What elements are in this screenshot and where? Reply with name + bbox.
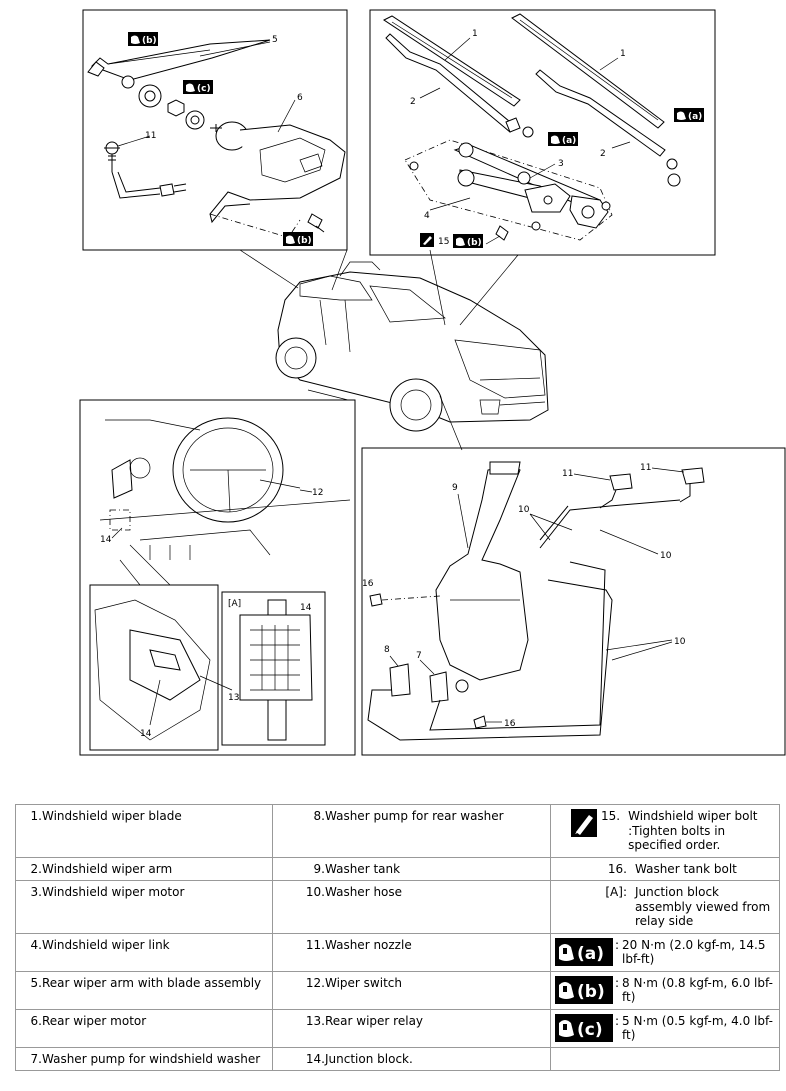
callout-10-lower: 10	[674, 637, 686, 647]
legend-text: Washer tank bolt	[635, 861, 737, 876]
legend-cell: 16.Washer tank bolt	[550, 856, 780, 881]
torque-tag-a-left: (a)	[562, 136, 576, 146]
legend-cell: (b) : 8 N·m (0.8 kgf-m, 6.0 lbf-ft)	[550, 970, 780, 1010]
legend-cell: 6.Rear wiper motor	[15, 1008, 273, 1048]
view-a-label: [A]	[228, 599, 241, 609]
callout-11: 11	[145, 131, 156, 141]
legend-text: Windshield wiper motor	[42, 885, 185, 899]
torque-tag-a: (a)	[577, 944, 604, 964]
torque-tag-c: (c)	[197, 84, 211, 94]
legend-text: 20 N·m (2.0 kgf-m, 14.5 lbf-ft)	[622, 937, 766, 967]
legend-cell-empty	[550, 1046, 780, 1071]
rear-wiper-panel: 5 6 11 (b) (c) (b)	[82, 9, 348, 251]
callout-14-relay: 14	[140, 729, 152, 739]
legend-cell: 10.Washer hose	[272, 880, 551, 934]
callout-10-top: 10	[518, 505, 530, 515]
callout-13: 13	[228, 693, 239, 703]
legend-cell: 9.Washer tank	[272, 856, 551, 881]
callout-8: 8	[384, 645, 390, 655]
legend-text: Washer pump for rear washer	[325, 809, 504, 823]
legend-cell: 11.Washer nozzle	[272, 932, 551, 972]
front-wiper-panel: 1 1 2 2 3 4 15 (b) (a) (a)	[369, 9, 716, 256]
callout-2-right: 2	[600, 149, 606, 159]
callout-15: 15	[438, 237, 449, 247]
table-row: 4.Windshield wiper link 11.Washer nozzle…	[15, 932, 780, 972]
legend-text: Windshield wiper link	[42, 937, 170, 952]
torque-tag-b: (b)	[577, 982, 605, 1002]
callout-5: 5	[272, 35, 278, 45]
legend-cell: [A]:Junction block assembly viewed from …	[550, 880, 780, 934]
callout-7: 7	[416, 651, 422, 661]
table-row: 1.Windshield wiper blade 8.Washer pump f…	[15, 804, 780, 858]
legend-cell: 5.Rear wiper arm with blade assembly	[15, 970, 273, 1010]
legend-cell: 12.Wiper switch	[272, 970, 551, 1010]
legend-text: Washer nozzle	[325, 937, 412, 952]
legend-text: Washer hose	[325, 885, 403, 899]
legend-text: Wiper switch	[325, 975, 402, 990]
torque-tag-c: (c)	[577, 1020, 603, 1040]
bolt-tighten-icon	[571, 809, 597, 837]
table-row: 7.Washer pump for windshield washer 14.J…	[15, 1046, 780, 1071]
torque-tag-b-motor: (b)	[297, 236, 312, 246]
callout-4: 4	[424, 211, 430, 221]
callout-16-lower: 16	[504, 719, 516, 729]
table-row: 6.Rear wiper motor 13.Rear wiper relay (…	[15, 1008, 780, 1048]
callout-14-dash: 14	[100, 535, 112, 545]
vehicle-illustration	[160, 249, 549, 451]
legend-cell: 7.Washer pump for windshield washer	[15, 1046, 273, 1071]
callout-14-block: 14	[300, 603, 312, 613]
legend-cell: 4.Windshield wiper link	[15, 932, 273, 972]
legend-cell: 8.Washer pump for rear washer	[272, 804, 551, 858]
legend-text: Junction block assembly viewed from rela…	[635, 885, 771, 928]
callout-1-left: 1	[472, 29, 478, 39]
torque-tag-a-right: (a)	[688, 112, 702, 122]
callout-6: 6	[297, 93, 303, 103]
callout-1-right: 1	[620, 49, 626, 59]
torque-wrench-icon: (c)	[555, 1013, 613, 1042]
torque-tag-b-link: (b)	[467, 238, 482, 248]
legend-text: Windshield wiper arm	[42, 861, 173, 876]
legend-cell: (a) : 20 N·m (2.0 kgf-m, 14.5 lbf-ft)	[550, 932, 780, 972]
torque-tag-b-rear-arm: (b)	[142, 36, 157, 46]
table-row: 5.Rear wiper arm with blade assembly 12.…	[15, 970, 780, 1010]
legend-cell: (c) : 5 N·m (0.5 kgf-m, 4.0 lbf-ft)	[550, 1008, 780, 1048]
legend-text: Junction block.	[325, 1051, 413, 1066]
callout-12: 12	[312, 488, 323, 498]
legend-text: 8 N·m (0.8 kgf-m, 6.0 lbf-ft)	[622, 975, 773, 1005]
callout-16-upper: 16	[362, 579, 374, 589]
legend-text: Washer pump for windshield washer	[42, 1051, 261, 1066]
callout-2-left: 2	[410, 97, 416, 107]
legend-cell: 3.Windshield wiper motor	[15, 880, 273, 934]
torque-wrench-icon: (b)	[555, 975, 613, 1004]
table-row: 3.Windshield wiper motor 10.Washer hose …	[15, 880, 780, 934]
legend-text: 5 N·m (0.5 kgf-m, 4.0 lbf-ft)	[622, 1013, 773, 1043]
legend-num: 15.	[601, 809, 621, 823]
legend-cell: 15. Windshield wiper bolt :Tighten bolts…	[550, 804, 780, 858]
legend-cell: 2.Windshield wiper arm	[15, 856, 273, 881]
legend-text: Washer tank	[325, 861, 401, 876]
washer-panel: 8 7 11 11 10 10 10 9 16 16	[361, 447, 786, 756]
legend-text: Rear wiper relay	[325, 1013, 424, 1028]
torque-wrench-icon: (a)	[555, 937, 613, 966]
callout-10-right: 10	[660, 551, 672, 561]
legend-cell: 1.Windshield wiper blade	[15, 804, 273, 858]
legend-text: Rear wiper arm with blade assembly	[42, 975, 262, 990]
table-row: 2.Windshield wiper arm 9.Washer tank 16.…	[15, 856, 780, 881]
wiper-washer-diagram: 5 6 11 (b) (c) (b)	[79, 9, 786, 756]
parts-legend-table: 1.Windshield wiper blade 8.Washer pump f…	[15, 804, 780, 1071]
callout-9: 9	[452, 483, 458, 493]
legend-text: Windshield wiper blade	[42, 809, 182, 823]
callout-11-left: 11	[562, 469, 573, 479]
legend-text: Windshield wiper bolt :Tighten bolts in …	[628, 809, 758, 852]
dash-panel: 12 14 14 [A] 14 13	[79, 399, 356, 756]
callout-3: 3	[558, 159, 564, 169]
callout-11-right: 11	[640, 463, 651, 473]
legend-cell: 14.Junction block.	[272, 1046, 551, 1071]
legend-cell: 13.Rear wiper relay	[272, 1008, 551, 1048]
legend-text: Rear wiper motor	[42, 1013, 147, 1028]
